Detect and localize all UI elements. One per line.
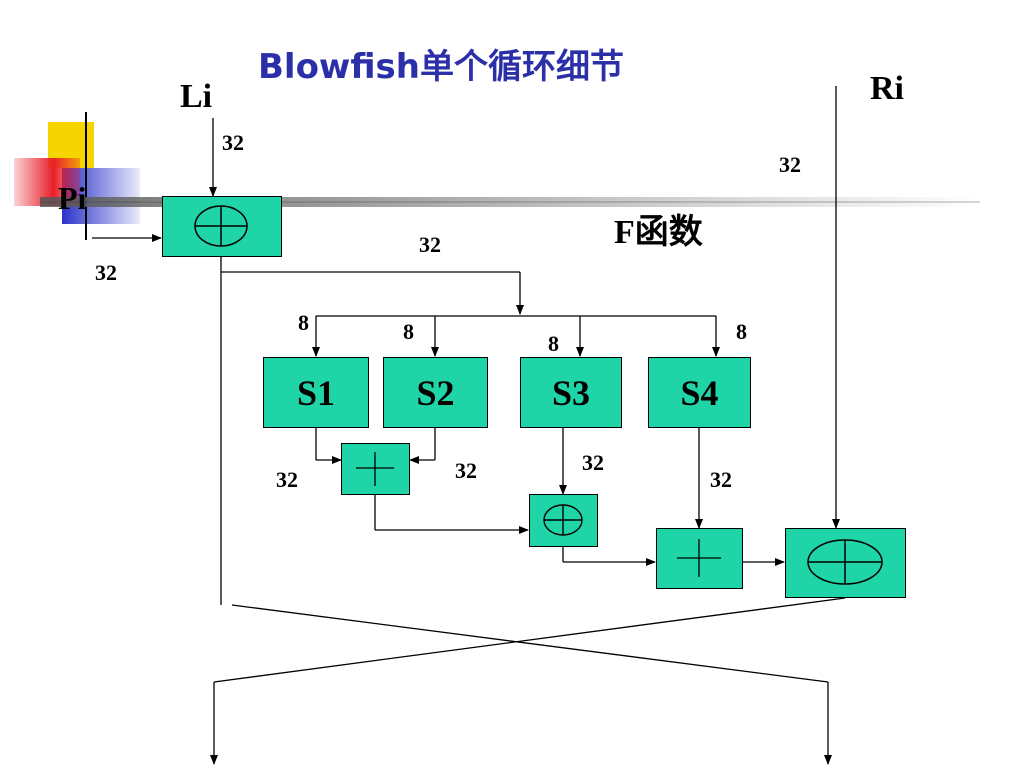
add-box-1 (341, 443, 410, 495)
li-width-label: 32 (222, 130, 244, 155)
pi-label: Pi (58, 180, 87, 216)
output-xor-box (785, 528, 906, 598)
sbox-s1: S1 (263, 357, 369, 428)
f-function-label: F函数 (614, 214, 703, 251)
xor-icon (807, 539, 883, 585)
s1-in-width: 8 (298, 310, 309, 335)
s1-out-width: 32 (276, 467, 298, 492)
input-xor-box (162, 196, 282, 257)
add-mod-icon (677, 539, 721, 577)
ri-width-label: 32 (779, 152, 801, 177)
s4-in-width: 8 (736, 319, 747, 344)
pi-width-label: 32 (95, 260, 117, 285)
sbox-s4: S4 (648, 357, 751, 428)
cross-line-2 (213, 597, 846, 683)
add-box-2 (656, 528, 743, 589)
xor-box-small (529, 494, 598, 547)
li-label: Li (180, 78, 213, 115)
ri-label: Ri (870, 70, 904, 107)
deco-horizontal-bar (40, 197, 980, 207)
xor-icon (543, 504, 583, 536)
cross-line-1 (231, 604, 829, 683)
slide-title: Blowfish单个循环细节 (258, 47, 624, 87)
sbox-s3: S3 (520, 357, 622, 428)
s3-in-width: 8 (548, 331, 559, 356)
sbox-s2: S2 (383, 357, 488, 428)
f-width-label: 32 (419, 232, 441, 257)
s4-out-width: 32 (710, 467, 732, 492)
s2-out-width: 32 (455, 458, 477, 483)
s3-out-width: 32 (582, 450, 604, 475)
s2-in-width: 8 (403, 319, 414, 344)
add-mod-icon (356, 452, 394, 486)
xor-icon (194, 205, 248, 247)
